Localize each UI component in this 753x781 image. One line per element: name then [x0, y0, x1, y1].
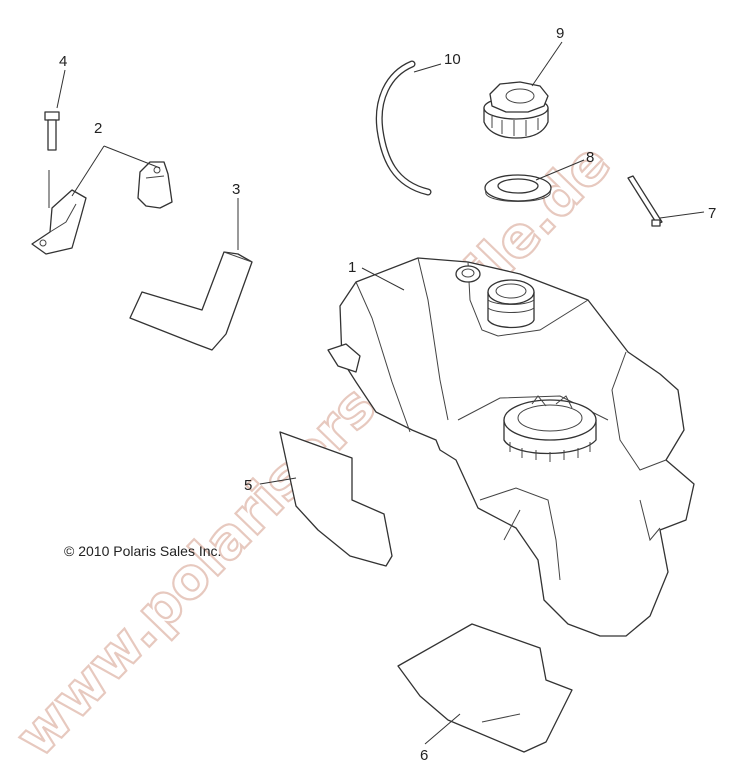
callout-1: 1 [348, 259, 356, 276]
part-foam-pad-bent [129, 251, 253, 351]
callout-4: 4 [59, 53, 67, 70]
callout-3: 3 [232, 181, 240, 198]
callout-8: 8 [586, 149, 594, 166]
callout-7: 7 [708, 205, 716, 222]
callout-9: 9 [556, 25, 564, 42]
callout-6: 6 [420, 747, 428, 764]
callout-2: 2 [94, 120, 102, 137]
part-pad-5 [279, 431, 393, 567]
callout-labels: 1 2 3 4 5 6 7 8 9 10 [59, 25, 716, 764]
part-ring-seal [484, 174, 552, 202]
part-fuel-cap [483, 81, 549, 139]
part-strap [627, 175, 663, 227]
leader-lines [56, 41, 705, 745]
part-fuel-tank [327, 257, 695, 637]
part-bracket-right [137, 161, 173, 209]
copyright-notice: © 2010 Polaris Sales Inc. [64, 543, 221, 559]
part-bolt [44, 111, 60, 208]
part-bracket-left [31, 189, 87, 255]
callout-5: 5 [244, 477, 252, 494]
callout-10: 10 [444, 51, 461, 68]
part-hose [375, 60, 432, 196]
part-pad-6 [397, 623, 573, 753]
